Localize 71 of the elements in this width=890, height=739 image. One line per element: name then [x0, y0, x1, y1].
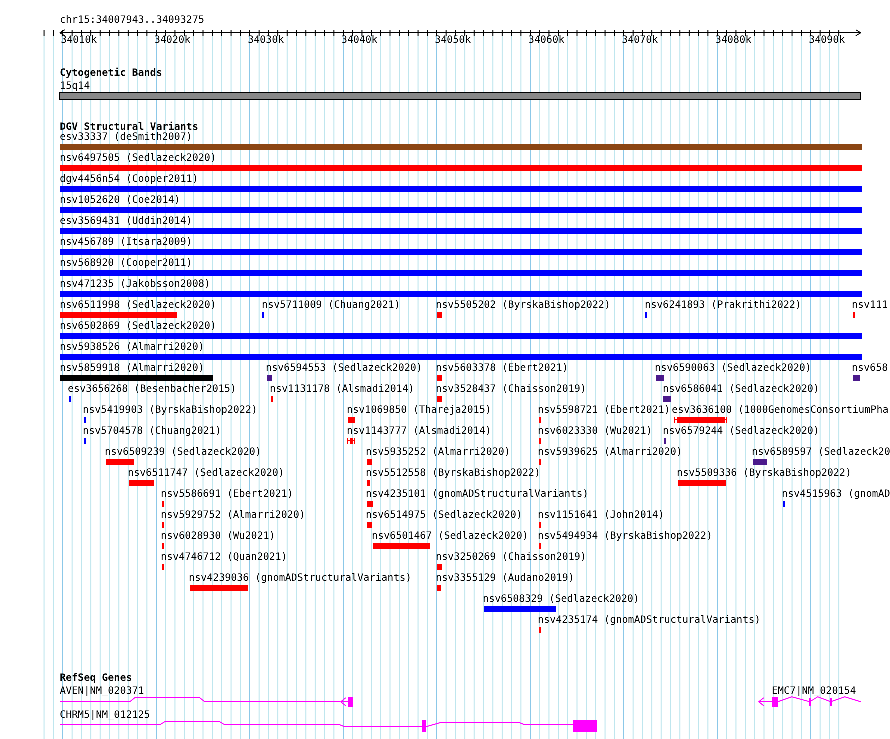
variant-label: nsv5935252 (Almarri2020) — [366, 447, 510, 458]
variant-label: nsv6511998 (Sedlazeck2020) — [60, 300, 217, 311]
variant-label: nsv6241893 (Prakrithi2022) — [645, 300, 802, 311]
variant-label: nsv5704578 (Chuang2021) — [83, 426, 222, 437]
variant-label: nsv5494934 (ByrskaBishop2022) — [538, 531, 713, 542]
variant-label: nsv3250269 (Chaisson2019) — [436, 552, 587, 563]
variant-label: nsv1151641 (John2014) — [538, 510, 664, 521]
variant-label: nsv111 — [852, 300, 888, 311]
variant-label: nsv6023330 (Wu2021) — [538, 426, 652, 437]
variant-label: nsv1131178 (Alsmadi2014) — [270, 384, 414, 395]
variant-label: nsv6502869 (Sedlazeck2020) — [60, 321, 217, 332]
track-title: Cytogenetic Bands — [60, 68, 162, 79]
variant-label: nsv5929752 (Almarri2020) — [161, 510, 306, 521]
variant-label: nsv6509239 (Sedlazeck2020) — [105, 447, 262, 458]
track-title: DGV Structural Variants — [60, 122, 198, 133]
variant-label: nsv1052620 (Coe2014) — [60, 195, 180, 206]
variant-label: nsv5859918 (Almarri2020) — [60, 363, 204, 374]
variant-label: esv3636100 (1000GenomesConsortiumPha — [672, 405, 889, 416]
variant-label: nsv6501467 (Sedlazeck2020) — [372, 531, 529, 542]
variant-label: nsv6586041 (Sedlazeck2020) — [663, 384, 820, 395]
band-label: 15q14 — [60, 81, 90, 92]
variant-label: nsv4515963 (gnomAD — [782, 489, 890, 500]
tick-label: 34070k — [622, 35, 658, 46]
variant-label: nsv6028930 (Wu2021) — [161, 531, 276, 542]
variant-label: nsv5598721 (Ebert2021) — [538, 405, 670, 416]
variant-label: nsv658 — [852, 363, 888, 374]
variant-label: nsv5938526 (Almarri2020) — [60, 342, 204, 353]
variant-label: esv33337 (deSmith2007) — [60, 132, 192, 143]
tick-label: 34020k — [154, 35, 191, 46]
variant-label: nsv3355129 (Audano2019) — [436, 573, 574, 584]
track-title: RefSeq Genes — [60, 673, 132, 684]
variant-label: nsv568920 (Cooper2011) — [60, 258, 192, 269]
variant-label: nsv5939625 (Almarri2020) — [538, 447, 682, 458]
tick-label: 34060k — [528, 35, 565, 46]
variant-label: nsv5419903 (ByrskaBishop2022) — [83, 405, 258, 416]
variant-label: nsv5509336 (ByrskaBishop2022) — [677, 468, 852, 479]
variant-label: nsv1143777 (Alsmadi2014) — [347, 426, 492, 437]
gene-label: EMC7|NM_020154 — [772, 686, 856, 697]
variant-label: nsv6508329 (Sedlazeck2020) — [483, 594, 640, 605]
variant-label: nsv5603378 (Ebert2021) — [436, 363, 568, 374]
variant-label: nsv6579244 (Sedlazeck2020) — [663, 426, 820, 437]
variant-label: nsv471235 (Jakobsson2008) — [60, 279, 211, 290]
variant-label: nsv4235101 (gnomADStructuralVariants) — [366, 489, 589, 500]
gene-label: AVEN|NM_020371 — [60, 686, 144, 697]
tick-label: 34050k — [435, 35, 472, 46]
variant-label: nsv6594553 (Sedlazeck2020) — [266, 363, 423, 374]
gene-label: CHRM5|NM_012125 — [60, 710, 150, 721]
variant-label: nsv6514975 (Sedlazeck2020) — [366, 510, 523, 521]
variant-label: nsv3528437 (Chaisson2019) — [436, 384, 587, 395]
tick-label: 34080k — [716, 35, 752, 46]
variant-label: nsv4235174 (gnomADStructuralVariants) — [538, 615, 761, 626]
variant-label: nsv1069850 (Thareja2015) — [347, 405, 492, 416]
variant-label: dgv4456n54 (Cooper2011) — [60, 174, 198, 185]
variant-label: nsv5505202 (ByrskaBishop2022) — [436, 300, 611, 311]
tick-label: 34030k — [248, 35, 284, 46]
variant-label: nsv6497505 (Sedlazeck2020) — [60, 153, 217, 164]
variant-label: nsv5711009 (Chuang2021) — [262, 300, 400, 311]
variant-label: nsv5586691 (Ebert2021) — [161, 489, 294, 500]
variant-label: nsv6511747 (Sedlazeck2020) — [128, 468, 285, 479]
tick-label: 34040k — [342, 35, 378, 46]
variant-label: esv3569431 (Uddin2014) — [60, 216, 192, 227]
variant-label: nsv5512558 (ByrskaBishop2022) — [366, 468, 541, 479]
variant-label: nsv4746712 (Quan2021) — [161, 552, 288, 563]
tick-label: 34090k — [809, 35, 846, 46]
position-label: chr15:34007943..34093275 — [60, 15, 204, 26]
tick-label: 34010k — [61, 35, 98, 46]
variant-label: nsv456789 (Itsara2009) — [60, 237, 192, 248]
variant-label: esv3656268 (Besenbacher2015) — [68, 384, 237, 395]
variant-label: nsv6590063 (Sedlazeck2020) — [655, 363, 812, 374]
variant-label: nsv6589597 (Sedlazeck20 — [752, 447, 890, 458]
variant-label: nsv4239036 (gnomADStructuralVariants) — [189, 573, 412, 584]
